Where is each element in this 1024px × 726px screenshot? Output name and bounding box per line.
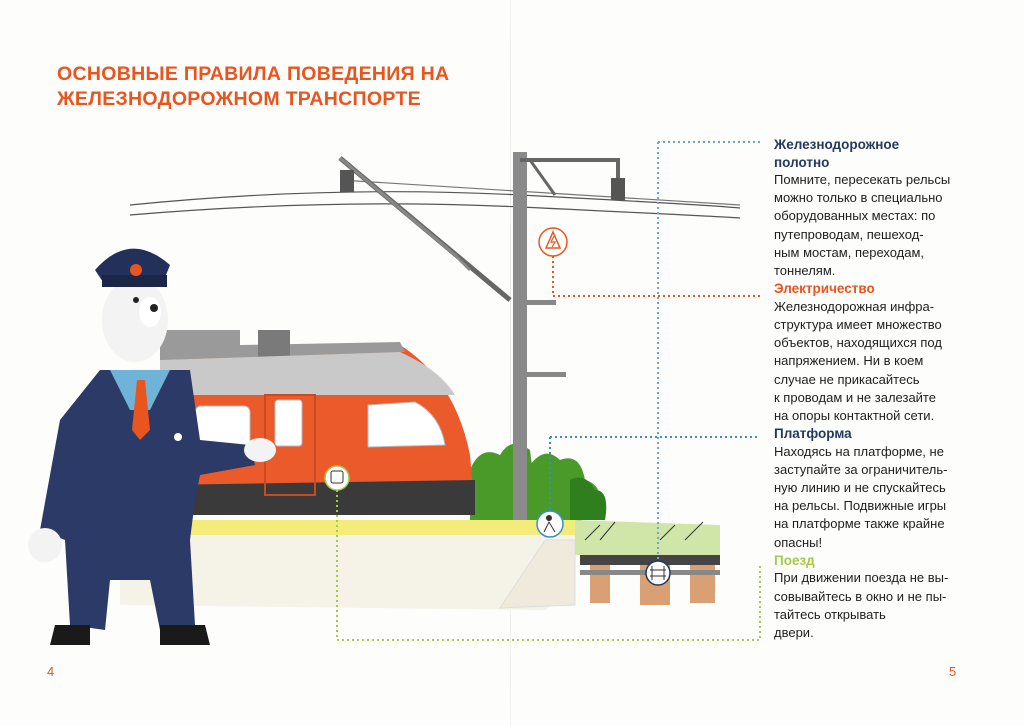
section-body-platform: Находясь на платформе, не заступайте за …	[774, 443, 989, 552]
text-line: Железнодорожная инфра-	[774, 298, 935, 314]
section-electricity: Электричество Железнодорожная инфра- стр…	[774, 280, 989, 425]
page-title-line-1: ОСНОВНЫЕ ПРАВИЛА ПОВЕДЕНИЯ НА	[57, 63, 450, 85]
section-heading-platform: Платформа	[774, 425, 989, 443]
section-railway-track: Железнодорожное полотно Помните, пересек…	[774, 136, 989, 280]
section-heading-railway-track: Железнодорожное полотно	[774, 136, 989, 171]
section-body-railway-track: Помните, пересекать рельсы можно только …	[774, 171, 989, 280]
text-line: Поезд	[774, 552, 815, 568]
text-line: объектов, находящихся под	[774, 335, 942, 351]
text-line: напряжением. Ни в коем	[774, 353, 924, 369]
text-line: Электричество	[774, 281, 875, 297]
section-train: Поезд При движении поезда не вы- совывай…	[774, 552, 989, 642]
text-line: заступайте за ограничитель-	[774, 461, 948, 477]
text-line: тайтесь открывать	[774, 606, 886, 622]
text-line: Помните, пересекать рельсы	[774, 172, 951, 187]
catenary-pole	[338, 152, 625, 527]
text-line: структура имеет множество	[774, 316, 942, 332]
text-line: ную линию и не спускайтесь	[774, 480, 946, 496]
text-line: тоннелям.	[774, 263, 836, 279]
text-line: на опоры контактной сети.	[774, 407, 935, 423]
rules-text-column: Железнодорожное полотно Помните, пересек…	[774, 136, 989, 642]
text-line: Платформа	[774, 426, 852, 442]
callout-line-rail	[657, 141, 760, 560]
text-line: можно только в специально	[774, 190, 943, 206]
text-line: ным мостам, переходам,	[774, 244, 925, 260]
platform	[120, 520, 576, 610]
text-line: опасны!	[774, 534, 823, 550]
page-title: ОСНОВНЫЕ ПРАВИЛА ПОВЕДЕНИЯ НА ЖЕЛЕЗНОДОР…	[57, 62, 449, 112]
callout-line-train	[336, 490, 761, 641]
train-front-icon	[324, 465, 350, 491]
section-heading-train: Поезд	[774, 552, 989, 570]
section-body-train: При движении поезда не вы- совывайтесь в…	[774, 569, 989, 642]
text-line: оборудованных местах: по	[774, 208, 936, 224]
page-number-right: 5	[949, 664, 957, 679]
text-line: Находясь на платформе, не	[774, 443, 944, 459]
text-line: случае не прикасайтесь	[774, 371, 920, 387]
text-line: Железнодорожное	[774, 137, 900, 152]
text-line: к проводам и не залезайте	[774, 389, 936, 405]
text-line: путепроводам, пешеход-	[774, 226, 924, 242]
text-line: полотно	[774, 154, 830, 170]
section-heading-electricity: Электричество	[774, 280, 989, 298]
overhead-wires	[129, 179, 741, 219]
text-line: двери.	[774, 624, 814, 640]
text-line: совывайтесь в окно и не пы-	[774, 588, 947, 604]
section-body-electricity: Железнодорожная инфра- структура имеет м…	[774, 298, 989, 425]
section-platform: Платформа Находясь на платформе, не заст…	[774, 425, 989, 552]
bear-mascot	[28, 248, 276, 645]
train	[160, 330, 475, 515]
platform-person-icon	[536, 510, 564, 538]
page-title-line-2: ЖЕЛЕЗНОДОРОЖНОМ ТРАНСПОРТЕ	[57, 88, 421, 110]
page-spine	[510, 0, 511, 726]
callout-line-electricity	[552, 256, 760, 297]
text-line: на рельсы. Подвижные игры	[774, 498, 947, 514]
text-line: на платформе также крайне	[774, 516, 945, 532]
tracks	[575, 520, 720, 605]
text-line: При движении поезда не вы-	[774, 570, 949, 586]
page-number-left: 4	[47, 664, 55, 679]
callout-line-platform	[549, 436, 760, 510]
rail-tracks-icon	[645, 560, 671, 586]
